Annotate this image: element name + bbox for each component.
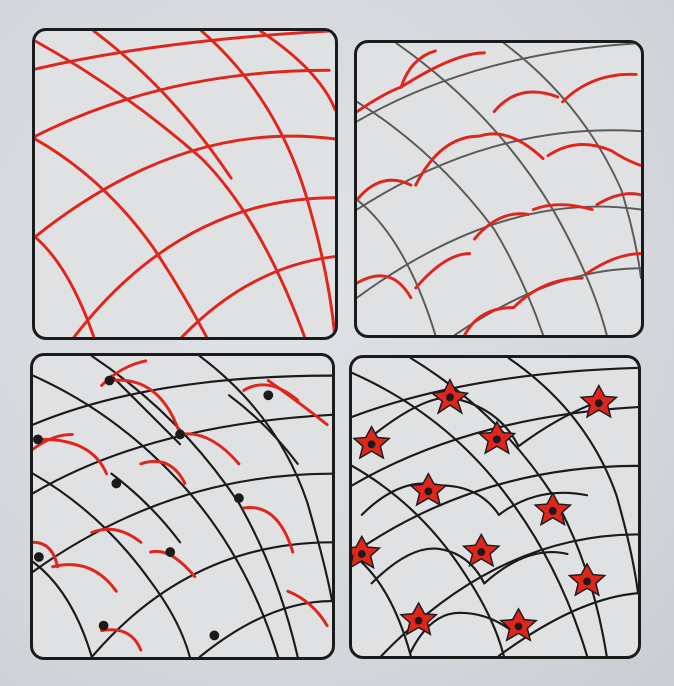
step-3-drawing [33,356,332,657]
step-3-junction-dots [33,375,274,641]
step-1-tile [32,28,338,340]
star-accents [352,378,619,642]
step-3-tile [30,353,335,660]
step-2-drawing [357,43,641,335]
step-2-tile [354,40,644,338]
step-1-drawing [35,31,335,337]
step-4-tile [349,355,641,659]
step-4-drawing [352,358,638,656]
